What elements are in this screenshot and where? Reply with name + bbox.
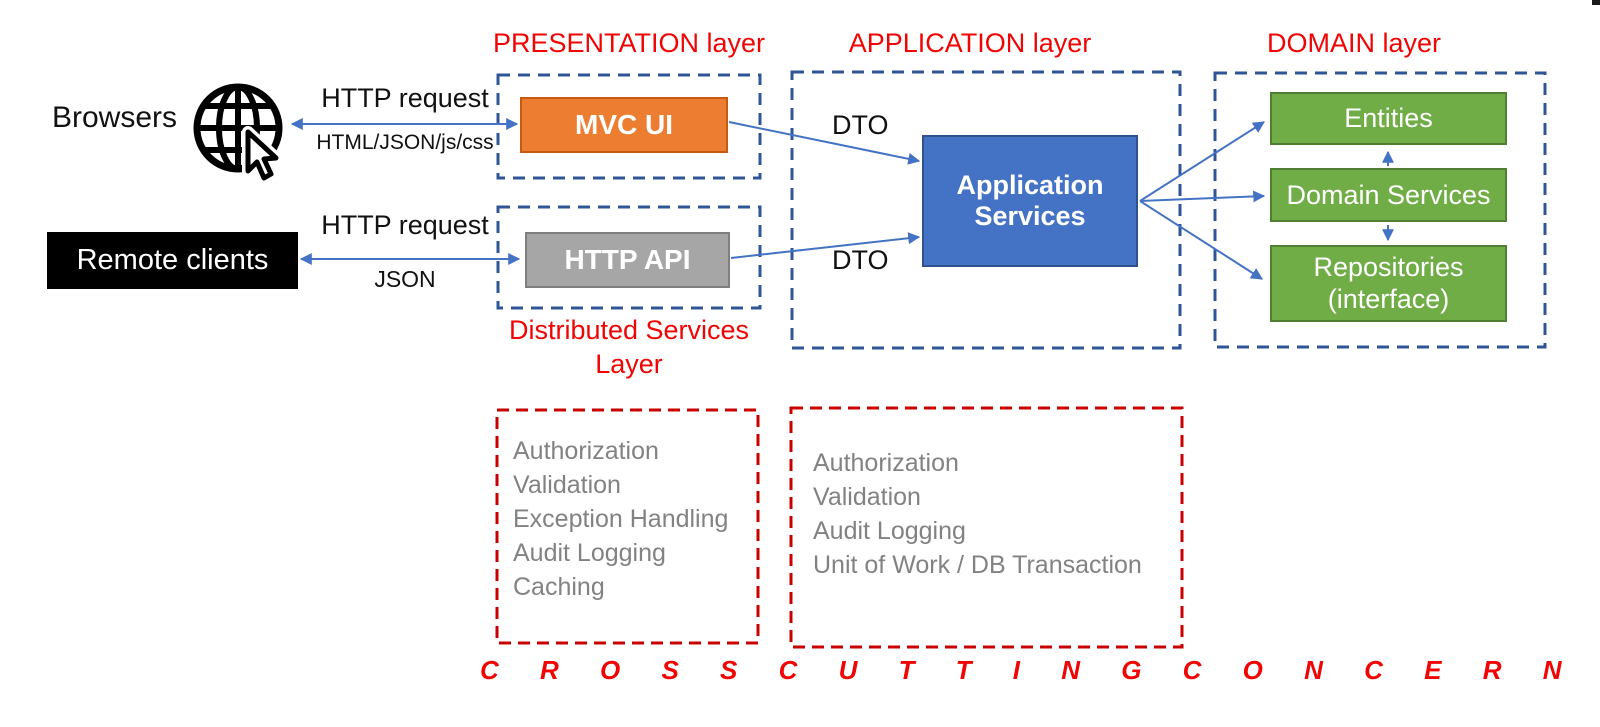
application-concerns-dashed-box (789, 406, 1184, 649)
concern-item: Authorization (813, 449, 959, 477)
http-api-box: HTTP API (525, 232, 730, 288)
presentation-mvc-dashed-box (496, 73, 762, 180)
cursor-pointer-icon (242, 126, 282, 184)
application-layer-dashed-box (790, 70, 1182, 350)
header-distributed-services-layer: Distributed Services Layer (508, 315, 750, 379)
mvc-ui-box: MVC UI (520, 97, 728, 153)
browsers-label: Browsers (52, 101, 178, 134)
dto-mvc-label: DTO (832, 110, 889, 140)
http-request-remote-label: HTTP request (321, 210, 489, 240)
header-presentation-layer: PRESENTATION layer (492, 28, 766, 58)
presentation-api-dashed-box (496, 205, 762, 310)
mvc-ui-label: MVC UI (575, 109, 673, 140)
http-api-label: HTTP API (564, 244, 691, 275)
concern-item: Authorization (513, 437, 659, 465)
header-domain-layer: DOMAIN layer (1266, 28, 1442, 58)
screenshot-corner-artifact (1592, 0, 1600, 5)
concern-item: Validation (513, 471, 621, 499)
arrow-app-domainservices (1139, 190, 1266, 203)
dto-api-label: DTO (832, 245, 889, 275)
concern-item: Audit Logging (513, 539, 666, 567)
application-services-label: Application Services (956, 169, 1104, 231)
arrow-app-entities (1139, 121, 1266, 202)
http-request-browsers-label: HTTP request (321, 83, 489, 113)
globe-pointer-icon (190, 76, 292, 188)
concern-item: Caching (513, 573, 605, 601)
concern-item: Validation (813, 483, 921, 511)
arrow-mvc-appservices (728, 121, 921, 165)
repositories-label: Repositories (interface) (1313, 252, 1464, 314)
concern-item: Unit of Work / DB Transaction (813, 551, 1142, 579)
html-json-js-css-label: HTML/JSON/js/css (316, 131, 494, 154)
concerns-list-application: Authorization Validation Audit Logging U… (813, 446, 1142, 582)
arrow-app-repositories (1139, 200, 1264, 280)
entities-label: Entities (1344, 103, 1433, 133)
entities-box: Entities (1270, 92, 1507, 145)
remote-clients-box: Remote clients (47, 232, 298, 289)
application-services-box: Application Services (922, 135, 1138, 267)
concerns-list-distributed: Authorization Validation Exception Handl… (513, 434, 728, 604)
domain-services-label: Domain Services (1286, 179, 1491, 210)
footer-cross-cutting-concerns: C R O S S C U T T I N G C O N C E R N S (480, 655, 1600, 685)
domain-services-box: Domain Services (1270, 168, 1507, 222)
domain-layer-dashed-box (1213, 71, 1547, 349)
arrow-api-appservices (730, 232, 921, 259)
header-application-layer: APPLICATION layer (848, 28, 1092, 58)
json-label: JSON (374, 266, 436, 292)
remote-clients-label: Remote clients (76, 244, 269, 276)
repositories-box: Repositories (interface) (1270, 245, 1507, 322)
concern-item: Audit Logging (813, 517, 966, 545)
concern-item: Exception Handling (513, 505, 729, 533)
